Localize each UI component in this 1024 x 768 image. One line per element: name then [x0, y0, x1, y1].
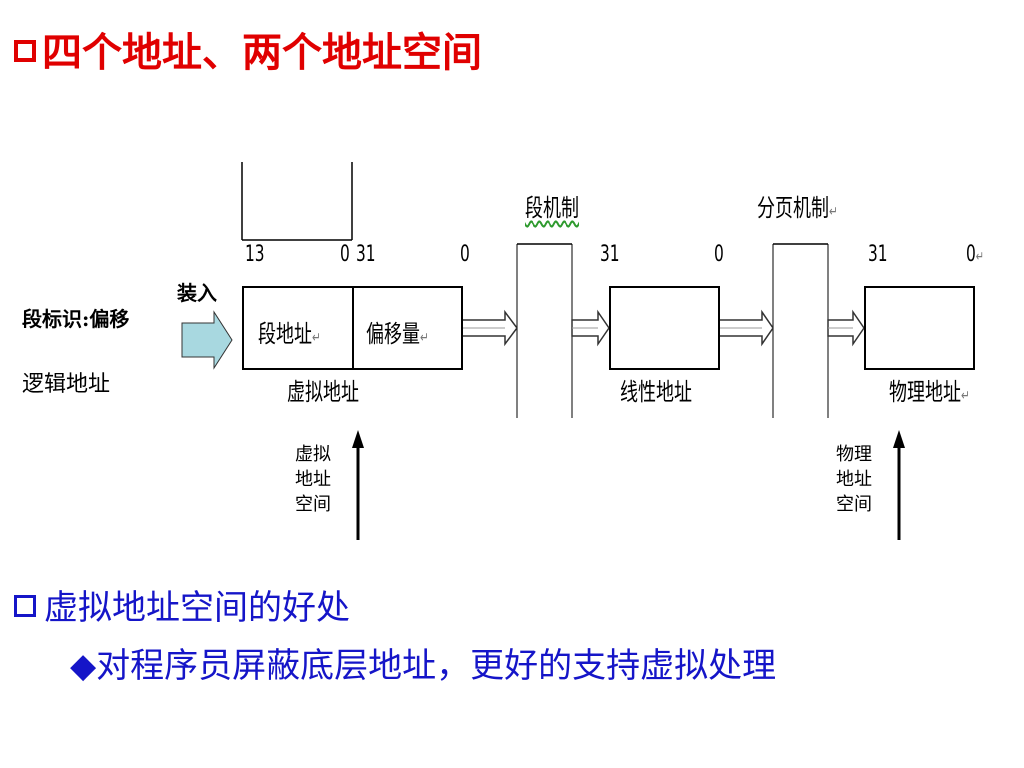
virtual-address-space-label: 虚拟 地址 空间 [295, 444, 331, 515]
virtual-address-label: 虚拟地址 [287, 378, 359, 406]
bit-label: 13 [245, 242, 265, 267]
bit-label: 0 [340, 242, 350, 267]
paging-label: 分页机制↵ [757, 194, 838, 222]
logical-address-label: 逻辑地址 [22, 372, 111, 397]
bullet-benefits: 虚拟地址空间的好处 [14, 586, 350, 630]
bit-label: 31 [600, 242, 620, 267]
load-arrow-icon [181, 310, 233, 370]
bullet-detail: ◆对程序员屏蔽底层地址，更好的支持虚拟处理 [70, 646, 777, 686]
segmentation-label: 段机制 [525, 194, 579, 222]
offset-box [352, 286, 463, 370]
bit-label: 0↵ [966, 242, 985, 267]
square-bullet-icon [14, 40, 36, 62]
physical-address-label: 物理地址↵ [889, 378, 970, 406]
square-bullet-icon [14, 594, 36, 617]
up-arrow-icon [893, 430, 905, 540]
physical-address-box [864, 286, 975, 370]
linear-address-label: 线性地址 [620, 378, 692, 406]
segment-selector-offset-label: 段标识:偏移 [22, 307, 130, 331]
bit-label: 31 [868, 242, 888, 267]
bullet-benefits-text: 虚拟地址空间的好处 [44, 588, 350, 628]
bit-label: 0 [714, 242, 724, 267]
segment-address-label: 段地址↵ [258, 320, 321, 348]
segment-address-box [242, 286, 354, 370]
title-text: 四个地址、两个地址空间 [42, 30, 482, 76]
load-label: 装入 [177, 281, 217, 305]
bit-label: 0 [460, 242, 470, 267]
up-arrow-icon [352, 430, 364, 540]
linear-address-box [609, 286, 720, 370]
offset-label: 偏移量↵ [366, 320, 429, 348]
physical-address-space-label: 物理 地址 空间 [836, 444, 872, 515]
bit-label: 31 [356, 242, 376, 267]
page-title: 四个地址、两个地址空间 [14, 28, 482, 78]
